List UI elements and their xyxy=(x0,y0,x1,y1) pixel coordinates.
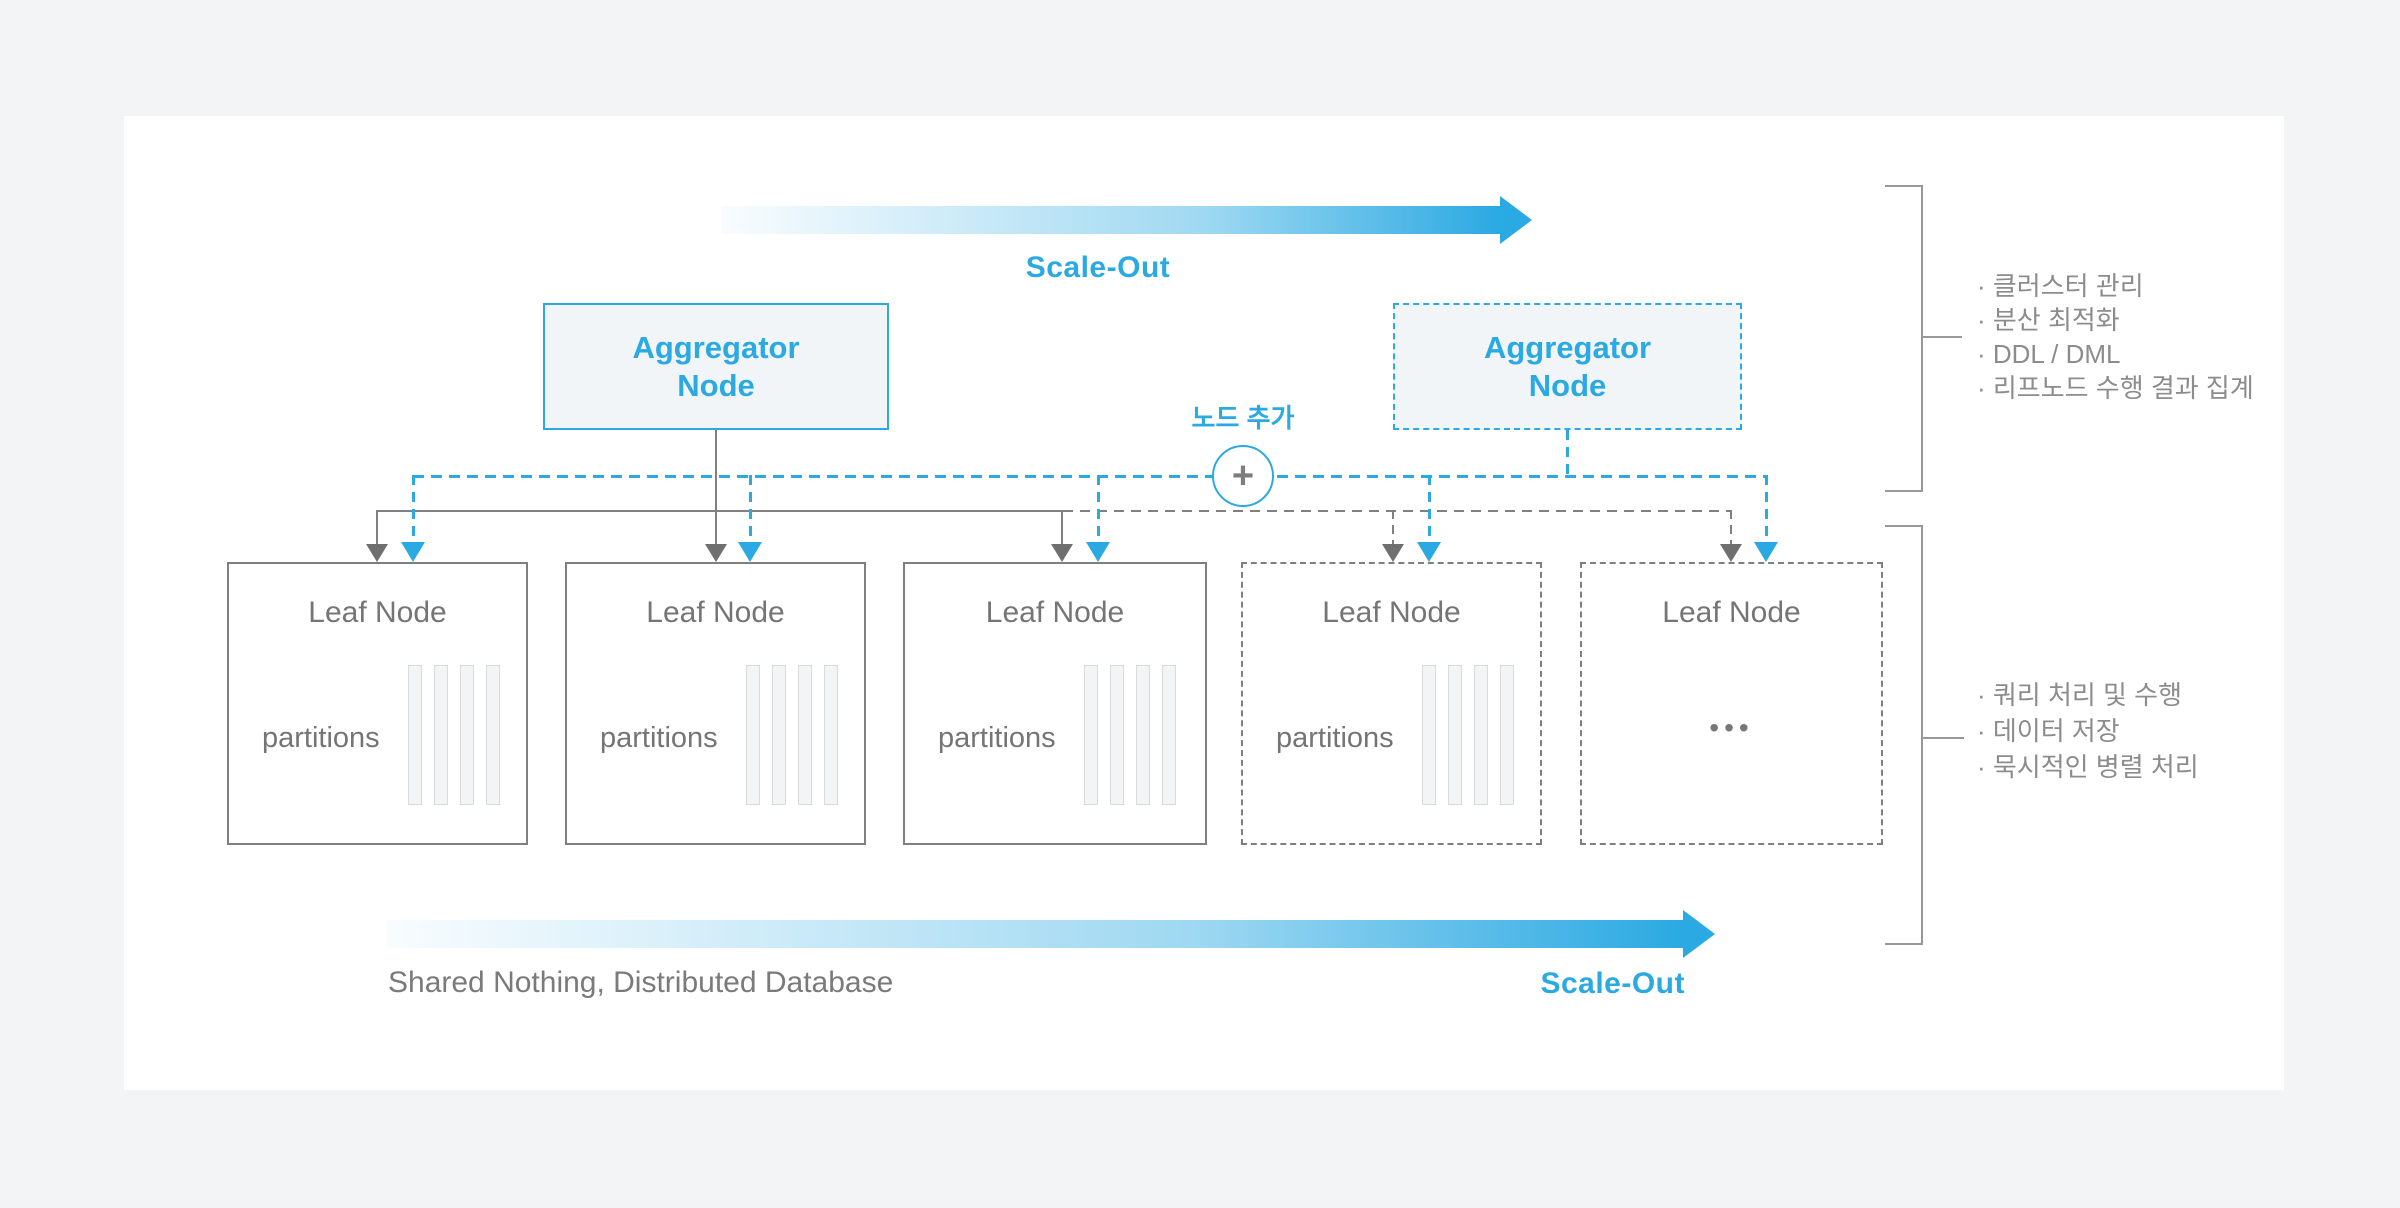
partition-bar xyxy=(798,665,812,805)
annotation-item: · 클러스터 관리 xyxy=(1977,271,2144,301)
diagram-caption: Shared Nothing, Distributed Database xyxy=(388,966,894,999)
bottom-scaleout-arrow-head-icon xyxy=(1683,910,1715,958)
partition-bar xyxy=(824,665,838,805)
blue-drop-leaf-1 xyxy=(412,475,415,542)
gray-arrowhead-icon-5 xyxy=(1720,544,1742,562)
gray-drop-leaf-4 xyxy=(1392,510,1394,546)
gray-arrowhead-icon-2 xyxy=(705,544,727,562)
gray-arrowhead-icon-4 xyxy=(1382,544,1404,562)
leaf-node-2-title: Leaf Node xyxy=(646,596,785,629)
partition-bar xyxy=(1474,665,1488,805)
partition-bar xyxy=(1448,665,1462,805)
blue-connector-bus xyxy=(413,475,1766,478)
gray-connector-bus-solid xyxy=(377,510,1063,512)
gray-arrowhead-icon-3 xyxy=(1051,544,1073,562)
aggregator-node-2: Aggregator Node xyxy=(1393,303,1742,430)
annotation-item: · DDL / DML xyxy=(1977,339,2121,369)
gray-drop-leaf-3 xyxy=(1061,510,1063,546)
top-scaleout-label: Scale-Out xyxy=(1025,251,1171,284)
partition-bar xyxy=(1422,665,1436,805)
leaf-node-5-ellipsis: ••• xyxy=(1709,712,1754,743)
leaf-node-2-partition-bars xyxy=(746,665,838,805)
annotation-item: · 분산 최적화 xyxy=(1977,305,2120,335)
partition-bar xyxy=(1084,665,1098,805)
leaf-node-3-partitions-label: partitions xyxy=(938,722,1056,754)
leaf-node-1-partition-bars xyxy=(408,665,500,805)
leaf-node-1: Leaf Node partitions xyxy=(227,562,528,845)
plus-glyph: + xyxy=(1231,455,1255,497)
leaf-node-3: Leaf Node partitions xyxy=(903,562,1207,845)
blue-arrowhead-icon-2 xyxy=(738,542,762,562)
partition-bar xyxy=(434,665,448,805)
aggregator-1-drop-line xyxy=(715,430,717,546)
partition-bar xyxy=(486,665,500,805)
partition-bar xyxy=(772,665,786,805)
bottom-scaleout-label: Scale-Out xyxy=(1540,967,1685,1000)
annotation-item: · 데이터 저장 xyxy=(1977,716,2120,746)
leaf-node-5: Leaf Node ••• xyxy=(1580,562,1883,845)
leaf-annotation-bracket-tick xyxy=(1923,737,1964,739)
leaf-node-1-partitions-label: partitions xyxy=(262,722,380,754)
blue-arrowhead-icon-4 xyxy=(1417,542,1441,562)
partition-bar xyxy=(408,665,422,805)
bottom-scaleout-arrow-bar xyxy=(387,920,1683,948)
leaf-node-4-partitions-label: partitions xyxy=(1276,722,1394,754)
aggregator-annotation-bracket xyxy=(1885,185,1923,492)
blue-drop-leaf-2 xyxy=(749,475,752,542)
annotation-item: · 쿼리 처리 및 수행 xyxy=(1977,680,2182,710)
aggregator-annotation-bracket-tick xyxy=(1923,336,1962,338)
leaf-node-4: Leaf Node partitions xyxy=(1241,562,1542,845)
aggregator-annotation-list: · 클러스터 관리 · 분산 최적화 · DDL / DML · 리프노드 수행… xyxy=(1977,269,2254,405)
add-node-plus-icon: + xyxy=(1212,445,1274,507)
top-scaleout-arrow-bar xyxy=(722,206,1500,234)
aggregator-node-1-label: Aggregator Node xyxy=(632,329,800,403)
gray-arrowhead-icon-1 xyxy=(366,544,388,562)
leaf-node-3-title: Leaf Node xyxy=(985,596,1125,629)
blue-arrowhead-icon-1 xyxy=(401,542,425,562)
gray-drop-leaf-5 xyxy=(1730,510,1732,546)
partition-bar xyxy=(1136,665,1150,805)
gray-connector-bus-dashed xyxy=(1063,510,1731,512)
aggregator-node-1: Aggregator Node xyxy=(543,303,889,430)
blue-drop-leaf-4 xyxy=(1428,475,1431,542)
add-node-label: 노드 추가 xyxy=(1191,403,1295,433)
leaf-annotation-bracket xyxy=(1885,525,1923,945)
top-scaleout-arrow-head-icon xyxy=(1500,196,1532,244)
aggregator-2-drop-line xyxy=(1566,430,1569,477)
annotation-item: · 묵시적인 병렬 처리 xyxy=(1977,752,2199,782)
partition-bar xyxy=(1500,665,1514,805)
blue-arrowhead-icon-3 xyxy=(1086,542,1110,562)
leaf-annotation-list: · 쿼리 처리 및 수행 · 데이터 저장 · 묵시적인 병렬 처리 xyxy=(1977,677,2199,785)
blue-drop-leaf-3 xyxy=(1097,475,1100,542)
partition-bar xyxy=(1110,665,1124,805)
aggregator-node-2-label: Aggregator Node xyxy=(1483,329,1652,403)
leaf-node-1-title: Leaf Node xyxy=(308,596,447,629)
partition-bar xyxy=(746,665,760,805)
leaf-node-2: Leaf Node partitions xyxy=(565,562,866,845)
partition-bar xyxy=(1162,665,1176,805)
partition-bar xyxy=(460,665,474,805)
leaf-node-3-partition-bars xyxy=(1084,665,1176,805)
blue-drop-leaf-5 xyxy=(1765,475,1768,542)
annotation-item: · 리프노드 수행 결과 집계 xyxy=(1977,373,2254,403)
leaf-node-4-title: Leaf Node xyxy=(1322,596,1461,629)
leaf-node-5-title: Leaf Node xyxy=(1662,596,1801,629)
leaf-node-2-partitions-label: partitions xyxy=(600,722,718,754)
leaf-node-4-partition-bars xyxy=(1422,665,1514,805)
blue-arrowhead-icon-5 xyxy=(1754,542,1778,562)
gray-drop-leaf-1 xyxy=(376,510,378,546)
